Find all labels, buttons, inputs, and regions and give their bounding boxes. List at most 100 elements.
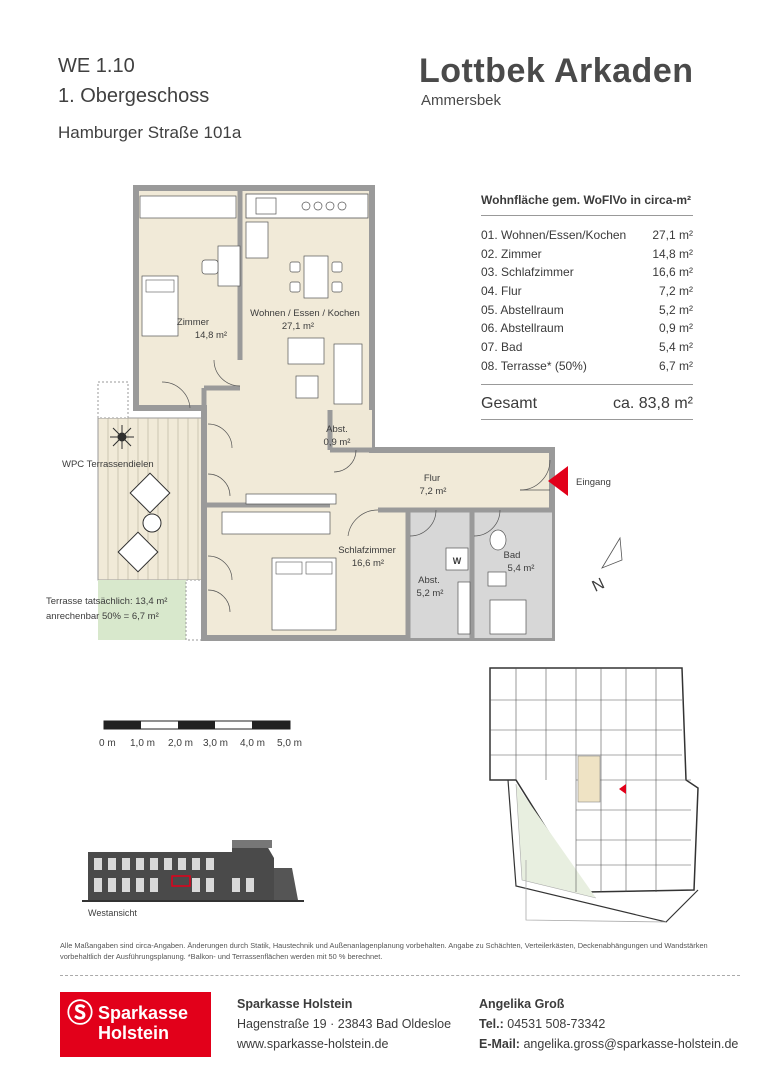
email-label: E-Mail: [479, 1037, 520, 1051]
room-name: Bad [504, 550, 521, 561]
area-total: Gesamt ca. 83,8 m² [481, 383, 693, 413]
agent-contact: Angelika Groß Tel.: 04531 508-73342 E-Ma… [479, 994, 738, 1054]
sparkasse-s-icon: Ⓢ [67, 998, 94, 1028]
logo-text: Sparkasse Holstein [98, 1003, 188, 1043]
area-total-label: Gesamt [481, 394, 538, 412]
area-table: Wohnfläche gem. WoFlVo in circa-m² 01. W… [481, 193, 693, 420]
elevation-label: Westansicht [88, 908, 137, 918]
unit-code: WE 1.10 [58, 55, 135, 77]
area-row-label: 01. Wohnen/Essen/Kochen [481, 228, 627, 242]
unit-address: Hamburger Straße 101a [58, 123, 242, 142]
area-row-value: 16,6 m² [652, 265, 693, 280]
room-name: Abst. [326, 424, 348, 435]
project-location: Ammersbek [421, 92, 502, 109]
sparkasse-logo: Ⓢ Sparkasse Holstein [60, 992, 211, 1057]
area-row-label: 07. Bad [481, 340, 523, 355]
shower-icon [489, 599, 527, 635]
disclaimer: Alle Maßangaben sind circa-Angaben. Ände… [60, 941, 708, 961]
divider [60, 975, 740, 976]
site-plan [489, 667, 699, 923]
area-row-label: 06. Abstellraum [481, 321, 564, 336]
area-row: 08. Terrasse* (50%)6,7 m² [481, 357, 693, 376]
area-row-label: 04. Flur [481, 284, 522, 299]
bank-name: Sparkasse Holstein [237, 997, 353, 1011]
agent-phone: Tel.: 04531 508-73342 [479, 1014, 738, 1034]
scale-tick-label: 5,0 m [277, 738, 302, 749]
agent-email: E-Mail: angelika.gross@sparkasse-holstei… [479, 1034, 738, 1054]
north-arrow-icon: N [590, 536, 623, 596]
washer-label: W [453, 556, 462, 566]
entrance-marker [548, 466, 568, 496]
room-area: 16,6 m² [352, 558, 384, 569]
unit-highlight [577, 755, 601, 803]
agent-name: Angelika Groß [479, 997, 565, 1011]
phone-label: Tel.: [479, 1017, 504, 1031]
floor-plan: Eingang N Zimmer 14,8 m² Wohnen / Essen … [46, 185, 623, 641]
area-row: 03. Schlafzimmer 16,6 m² [481, 263, 693, 282]
terrace-actual-note: Terrasse tatsächlich: 13,4 m² [46, 596, 167, 607]
project-title: Lottbek Arkaden [419, 52, 694, 90]
terrace [97, 381, 205, 641]
plant-icon [110, 425, 134, 449]
unit-highlight [171, 875, 191, 887]
area-row: 05. Abstellraum 5,2 m² [481, 301, 693, 320]
room-name: Schlafzimmer [338, 545, 396, 556]
area-total-value: ca. 83,8 m² [612, 394, 693, 412]
terrace-counted-note: anrechenbar 50% = 6,7 m² [46, 611, 159, 622]
room-area: 0,9 m² [324, 437, 351, 448]
scale-tick-label: 0 m [99, 738, 116, 749]
scale-bar: 0 m 1,0 m 2,0 m 3,0 m 4,0 m 5,0 m [99, 720, 302, 749]
room-area: 5,2 m² [417, 588, 444, 599]
sofa-icon [333, 343, 363, 405]
area-row: 06. Abstellraum 0,9 m² [481, 319, 693, 338]
area-row-label: 02. Zimmer [481, 246, 542, 261]
area-row-value: 5,2 m² [658, 302, 693, 317]
room-name: Wohnen / Essen / Kochen [250, 308, 360, 319]
area-row-value: 14,8 m² [652, 246, 693, 261]
room-area: 27,1 m² [282, 321, 314, 332]
logo-line: Holstein [98, 1023, 170, 1043]
room-name: Abst. [418, 575, 440, 586]
unit-floor: 1. Obergeschoss [58, 85, 210, 107]
area-row-value: 5,4 m² [658, 340, 693, 355]
scale-tick-label: 2,0 m [168, 738, 193, 749]
room-area: 5,4 m² [508, 563, 535, 574]
lounger-icon [117, 531, 159, 573]
area-row-label: 08. Terrasse* (50%) [481, 358, 587, 373]
scale-tick-label: 4,0 m [240, 738, 265, 749]
sink-icon [489, 529, 507, 551]
west-elevation [82, 840, 304, 902]
area-table-title: Wohnfläche gem. WoFlVo in circa-m² [481, 193, 693, 216]
kitchen-counter [245, 193, 369, 219]
area-row: 04. Flur 7,2 m² [481, 282, 693, 301]
terrace-material-label: WPC Terrassendielen [62, 459, 154, 470]
room-area: 14,8 m² [195, 330, 227, 341]
side-table-icon [142, 513, 162, 533]
lounger-icon [129, 472, 171, 514]
toilet-icon [487, 571, 507, 587]
email-link[interactable]: angelika.gross@sparkasse-holstein.de [523, 1037, 739, 1051]
entrance-marker [619, 784, 626, 794]
scale-tick-label: 3,0 m [203, 738, 228, 749]
room-area: 7,2 m² [420, 486, 447, 497]
phone-value[interactable]: 04531 508-73342 [507, 1017, 606, 1031]
north-label: N [590, 575, 608, 595]
area-row-value: 7,2 m² [658, 284, 693, 299]
area-row-label: 03. Schlafzimmer [481, 265, 574, 280]
scale-tick-label: 1,0 m [130, 738, 155, 749]
area-row-value: 0,9 m² [658, 321, 693, 336]
room-name: Zimmer [177, 317, 209, 328]
entrance-label: Eingang [576, 477, 611, 488]
area-row-label: 05. Abstellraum [481, 302, 564, 317]
bank-website-link[interactable]: www.sparkasse-holstein.de [237, 1037, 389, 1051]
washer-icon [445, 547, 469, 571]
area-row: 02. Zimmer 14,8 m² [481, 245, 693, 264]
area-row-value: 27,1 m² [652, 228, 693, 242]
area-row: 01. Wohnen/Essen/Kochen 27,1 m² [481, 226, 693, 245]
logo-line: Sparkasse [98, 1003, 189, 1023]
area-row: 07. Bad 5,4 m² [481, 338, 693, 357]
dining-table-icon [303, 255, 329, 299]
bank-address: Hagenstraße 19 · 23843 Bad Oldesloe [237, 1017, 452, 1031]
bank-contact: Sparkasse Holstein Hagenstraße 19 · 2384… [237, 994, 451, 1054]
area-table-rule [481, 418, 693, 420]
